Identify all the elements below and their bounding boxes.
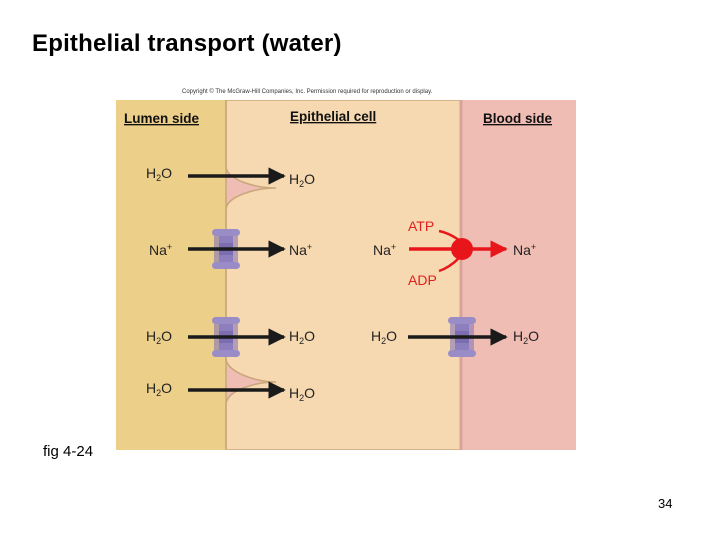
h2o-label-cell-2: H2O [289,328,315,346]
h2o-label-lumen-3: H2O [146,380,172,398]
blood-side-edge [461,100,576,450]
h2o-label-cell-3: H2O [371,328,397,346]
h2o-label-cell-4: H2O [289,385,315,403]
na-label-cell-1: Na+ [289,242,312,258]
slide-title: Epithelial transport (water) [32,30,342,57]
adp-arrow [438,257,460,273]
lumen-side-header: Lumen side [124,111,200,126]
epithelial-transport-diagram: Lumen side Epithelial cell Blood side H2… [116,100,576,450]
atp-arrow [438,229,460,242]
na-label-blood: Na+ [513,242,536,258]
page-number: 34 [658,496,673,511]
na-label-cell-2: Na+ [373,242,396,258]
sodium-pump [451,238,473,260]
blood-side-header: Blood side [483,111,552,126]
atp-label: ATP [408,218,434,234]
na-label-lumen: Na+ [149,242,172,258]
h2o-label-lumen-1: H2O [146,165,172,183]
h2o-label-lumen-2: H2O [146,328,172,346]
copyright-notice: Copyright © The McGraw-Hill Companies, I… [182,89,433,95]
h2o-label-cell-1: H2O [289,171,315,189]
figure-caption: fig 4-24 [43,443,94,460]
h2o-label-blood: H2O [513,328,539,346]
epithelial-cell-header: Epithelial cell [290,109,376,124]
lumen-region [116,100,226,450]
adp-label: ADP [408,272,437,288]
